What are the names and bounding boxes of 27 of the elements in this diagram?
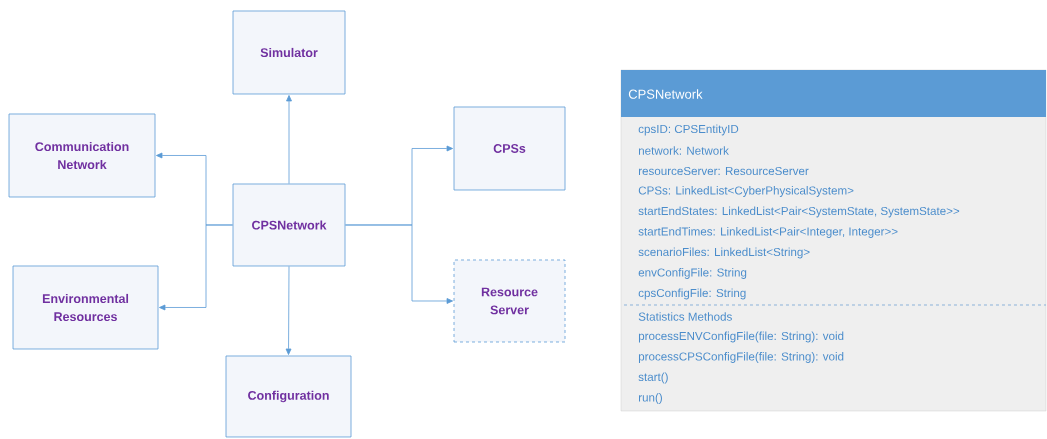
arrow [286,95,292,184]
component-box: Resource Server [453,259,566,343]
class-method: processCPSConfigFile(file: String): void [638,352,844,363]
class-attribute: network: Network [638,146,729,155]
component-box: Simulator [232,10,346,95]
component-box: CPSs [453,106,566,191]
arrow [285,266,292,355]
class-attribute: CPSs: LinkedList<CyberPhysicalSystem> [638,186,854,197]
class-attribute: resourceServer: ResourceServer [638,166,809,176]
class-name: CPSNetwork [628,89,703,99]
class-box [620,69,1047,412]
class-method: Statistics Methods [638,312,732,321]
component-box: Communication Network [8,113,156,198]
class-attribute: scenarioFiles: LinkedList<String> [638,247,810,259]
arrow [345,224,453,304]
class-attribute: envConfigFile: String [638,268,747,279]
arrow [159,224,233,311]
component-box: Configuration [225,355,352,438]
class-attribute: cpsID: CPSEntityID [638,124,739,136]
class-method: run() [638,393,662,404]
class-attribute: cpsConfigFile: String [638,288,746,300]
component-box: CPSNetwork [232,183,346,267]
class-attribute: startEndTimes: LinkedList<Pair<Integer, Integer>> [638,227,898,238]
component-box: Environmental Resources [12,265,159,350]
class-attribute: startEndStates: LinkedList<Pair<SystemState, SystemState>> [638,206,960,218]
class-method: start() [638,372,668,384]
class-method: processENVConfigFile(file: String): void [638,331,844,343]
